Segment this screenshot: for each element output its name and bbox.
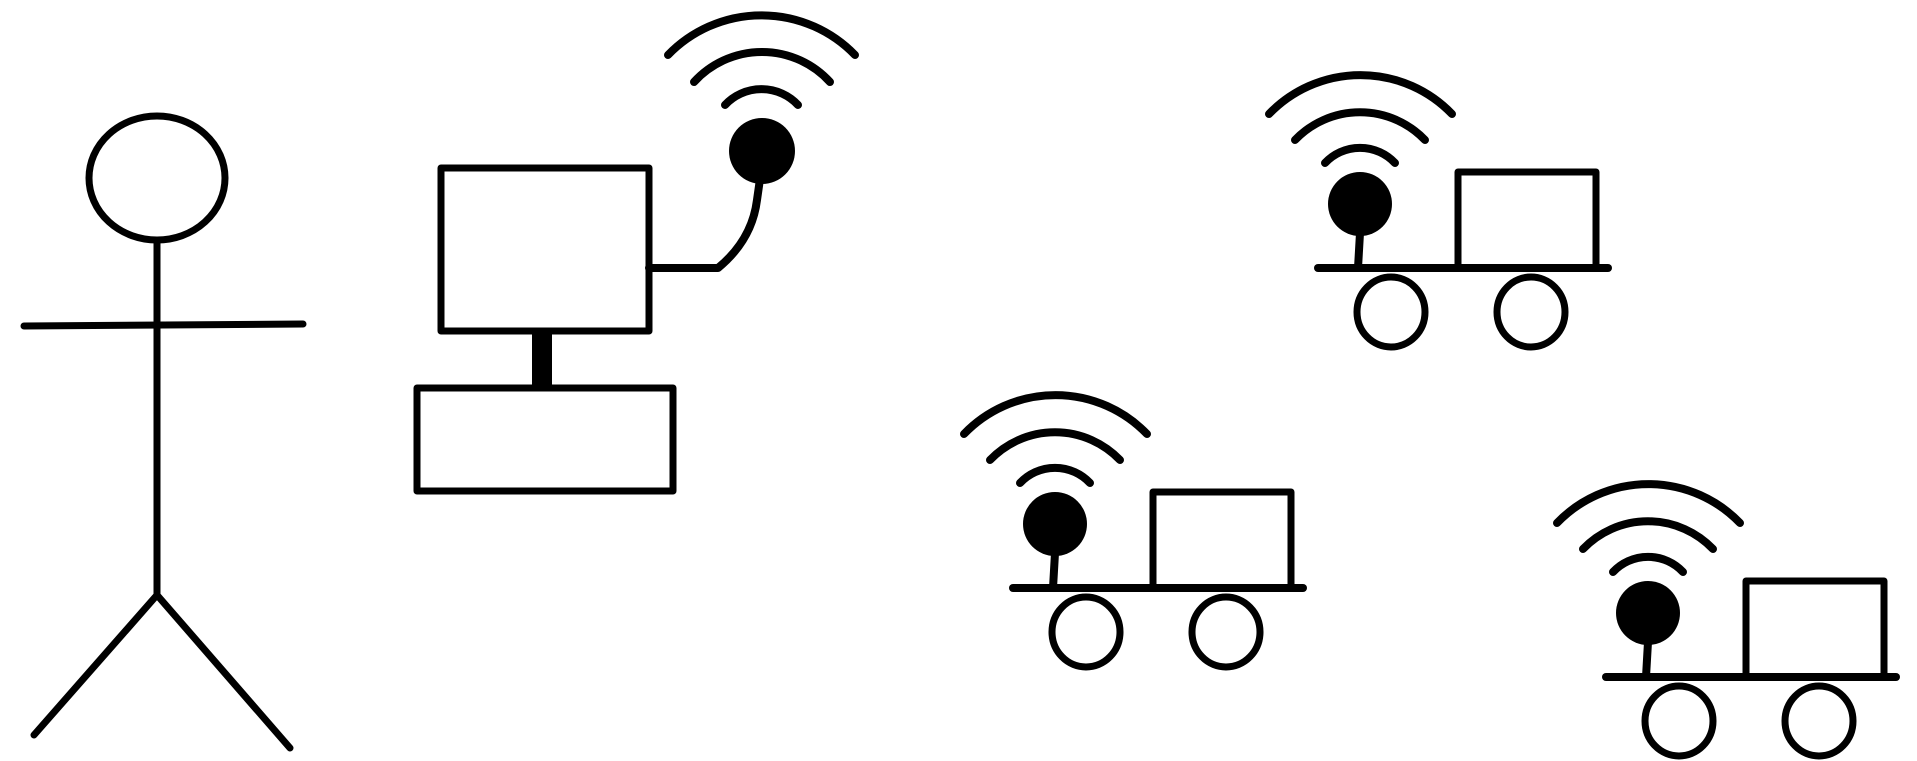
person-right-leg [153, 591, 294, 752]
cart-wheel-rear [1493, 273, 1569, 351]
cart-antenna-mast [1642, 638, 1652, 681]
signal-wave-small [1321, 143, 1399, 167]
robot-cart-icon [960, 391, 1307, 671]
signal-wave-small [1609, 552, 1687, 576]
wireless-antenna-icon [1265, 71, 1456, 236]
person-arms [20, 320, 307, 330]
cart-box [1454, 168, 1600, 272]
antenna-node [729, 118, 795, 184]
cart-wheel-front [1048, 593, 1124, 671]
signal-wave-medium [1579, 517, 1717, 553]
robot-cart-icon [1553, 480, 1900, 760]
signal-wave-small [721, 85, 802, 109]
signal-wave-large [960, 391, 1151, 438]
antenna-cable [645, 154, 767, 272]
person-head [85, 112, 229, 244]
cart-box [1149, 488, 1295, 592]
robot-cart-icon [1265, 71, 1612, 351]
signal-wave-small [1016, 463, 1094, 487]
wireless-antenna-icon [960, 391, 1151, 556]
cart-wheel-front [1641, 682, 1717, 760]
wireless-antenna-icon [664, 11, 859, 184]
cart-wheel-rear [1781, 682, 1857, 760]
wireless-antenna-icon [1553, 480, 1744, 645]
cart-wheel-rear [1188, 593, 1264, 671]
cart-antenna-mast [1354, 229, 1364, 272]
antenna-node [1023, 492, 1087, 556]
computer-monitor [437, 164, 653, 335]
signal-wave-medium [1291, 108, 1429, 144]
signal-wave-medium [986, 428, 1124, 464]
cart-antenna-mast [1049, 549, 1059, 592]
computer-stand [532, 331, 552, 388]
cart-wheel-front [1353, 273, 1429, 351]
cart-box [1742, 577, 1888, 681]
antenna-node [1616, 581, 1680, 645]
signal-wave-large [1265, 71, 1456, 118]
person-left-leg [30, 591, 161, 739]
signal-wave-large [664, 11, 859, 59]
person-icon [20, 112, 307, 752]
computer-icon [413, 11, 859, 495]
signal-wave-medium [690, 47, 834, 86]
signal-wave-large [1553, 480, 1744, 527]
antenna-node [1328, 172, 1392, 236]
computer-keyboard [413, 384, 677, 495]
